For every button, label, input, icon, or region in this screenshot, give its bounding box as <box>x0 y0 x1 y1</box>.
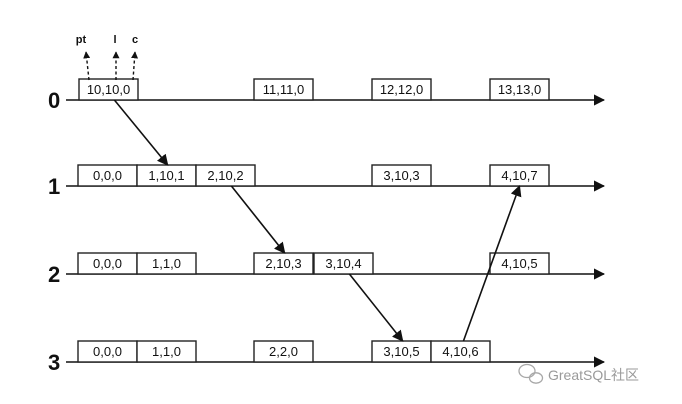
message-arrow <box>230 185 286 254</box>
timestamp-box: 4,10,5 <box>489 252 550 275</box>
timestamp-box: 0,0,0 <box>77 164 138 187</box>
timestamp-box-frame <box>371 78 432 101</box>
timestamp-box-frame <box>253 78 314 101</box>
message-arrow <box>348 273 404 342</box>
message-arrows <box>113 99 522 342</box>
timestamp-box: 3,10,3 <box>371 164 432 187</box>
process-label: 2 <box>48 262 60 287</box>
timestamp-box: 4,10,6 <box>430 340 491 363</box>
timestamp-box: 3,10,5 <box>371 340 432 363</box>
timestamp-label: 1,1,0 <box>152 344 181 359</box>
legend-pt: pt <box>76 34 87 46</box>
timestamp-box: 11,11,0 <box>253 78 314 101</box>
timestamp-label: 11,11,0 <box>263 82 304 97</box>
legend-l: l <box>113 34 116 46</box>
timestamp-box-frame <box>489 252 550 275</box>
timestamp-box: 1,10,1 <box>136 164 197 187</box>
legend: pt l c <box>76 34 139 81</box>
timestamp-box: 4,10,7 <box>489 164 550 187</box>
legend-c: c <box>132 34 138 46</box>
timestamp-box-frame <box>78 78 139 101</box>
timestamp-box-frame <box>136 252 197 275</box>
timestamp-box: 2,2,0 <box>253 340 314 363</box>
timestamp-box: 2,10,2 <box>195 164 256 187</box>
timestamp-label: 13,13,0 <box>498 82 541 97</box>
timestamp-label: 0,0,0 <box>93 168 122 183</box>
wechat-icon <box>518 363 544 384</box>
timestamp-box: 10,10,0 <box>78 78 139 101</box>
timestamp-label: 2,10,2 <box>207 168 243 183</box>
timestamp-box: 12,12,0 <box>371 78 432 101</box>
timestamp-boxes: 10,10,0 11,11,0 12,12,0 13,13,0 0,0,0 1,10,1 2… <box>77 78 550 363</box>
watermark: GreatSQL社区 <box>518 363 639 384</box>
timestamp-label: 4,10,7 <box>501 168 537 183</box>
timestamp-label: 1,10,1 <box>148 168 184 183</box>
timestamp-box-frame <box>489 78 550 101</box>
process-label: 1 <box>48 174 60 199</box>
timestamp-box: 1,1,0 <box>136 340 197 363</box>
message-arrow <box>462 184 522 342</box>
timestamp-label: 0,0,0 <box>93 344 122 359</box>
timestamp-box-frame <box>313 252 374 275</box>
watermark-text: GreatSQL社区 <box>548 367 639 383</box>
legend-pt-arrow <box>83 51 91 81</box>
timestamp-label: 0,0,0 <box>93 256 122 271</box>
timestamp-label: 4,10,5 <box>501 256 537 271</box>
timestamp-label: 10,10,0 <box>87 82 130 97</box>
timestamp-box-frame <box>371 164 432 187</box>
timelines: 0 1 2 3 <box>48 88 606 375</box>
timestamp-label: 4,10,6 <box>442 344 478 359</box>
timestamp-label: 2,2,0 <box>269 344 298 359</box>
timestamp-box: 1,1,0 <box>136 252 197 275</box>
timestamp-box: 2,10,3 <box>253 252 314 275</box>
legend-c-arrow <box>131 51 139 81</box>
timestamp-box: 13,13,0 <box>489 78 550 101</box>
timestamp-label: 12,12,0 <box>380 82 423 97</box>
process-label: 0 <box>48 88 60 113</box>
timestamp-box: 3,10,4 <box>313 252 374 275</box>
message-arrow <box>113 99 169 166</box>
timestamp-box: 0,0,0 <box>77 252 138 275</box>
process-label: 3 <box>48 350 60 375</box>
timestamp-label: 1,1,0 <box>152 256 181 271</box>
timestamp-box-frame <box>430 340 491 363</box>
timestamp-box-frame <box>195 164 256 187</box>
timestamp-label: 2,10,3 <box>265 256 301 271</box>
timestamp-label: 3,10,3 <box>383 168 419 183</box>
timestamp-label: 3,10,5 <box>383 344 419 359</box>
timestamp-box-frame <box>253 340 314 363</box>
timestamp-box-frame <box>136 340 197 363</box>
timestamp-box: 0,0,0 <box>77 340 138 363</box>
timestamp-label: 3,10,4 <box>325 256 361 271</box>
